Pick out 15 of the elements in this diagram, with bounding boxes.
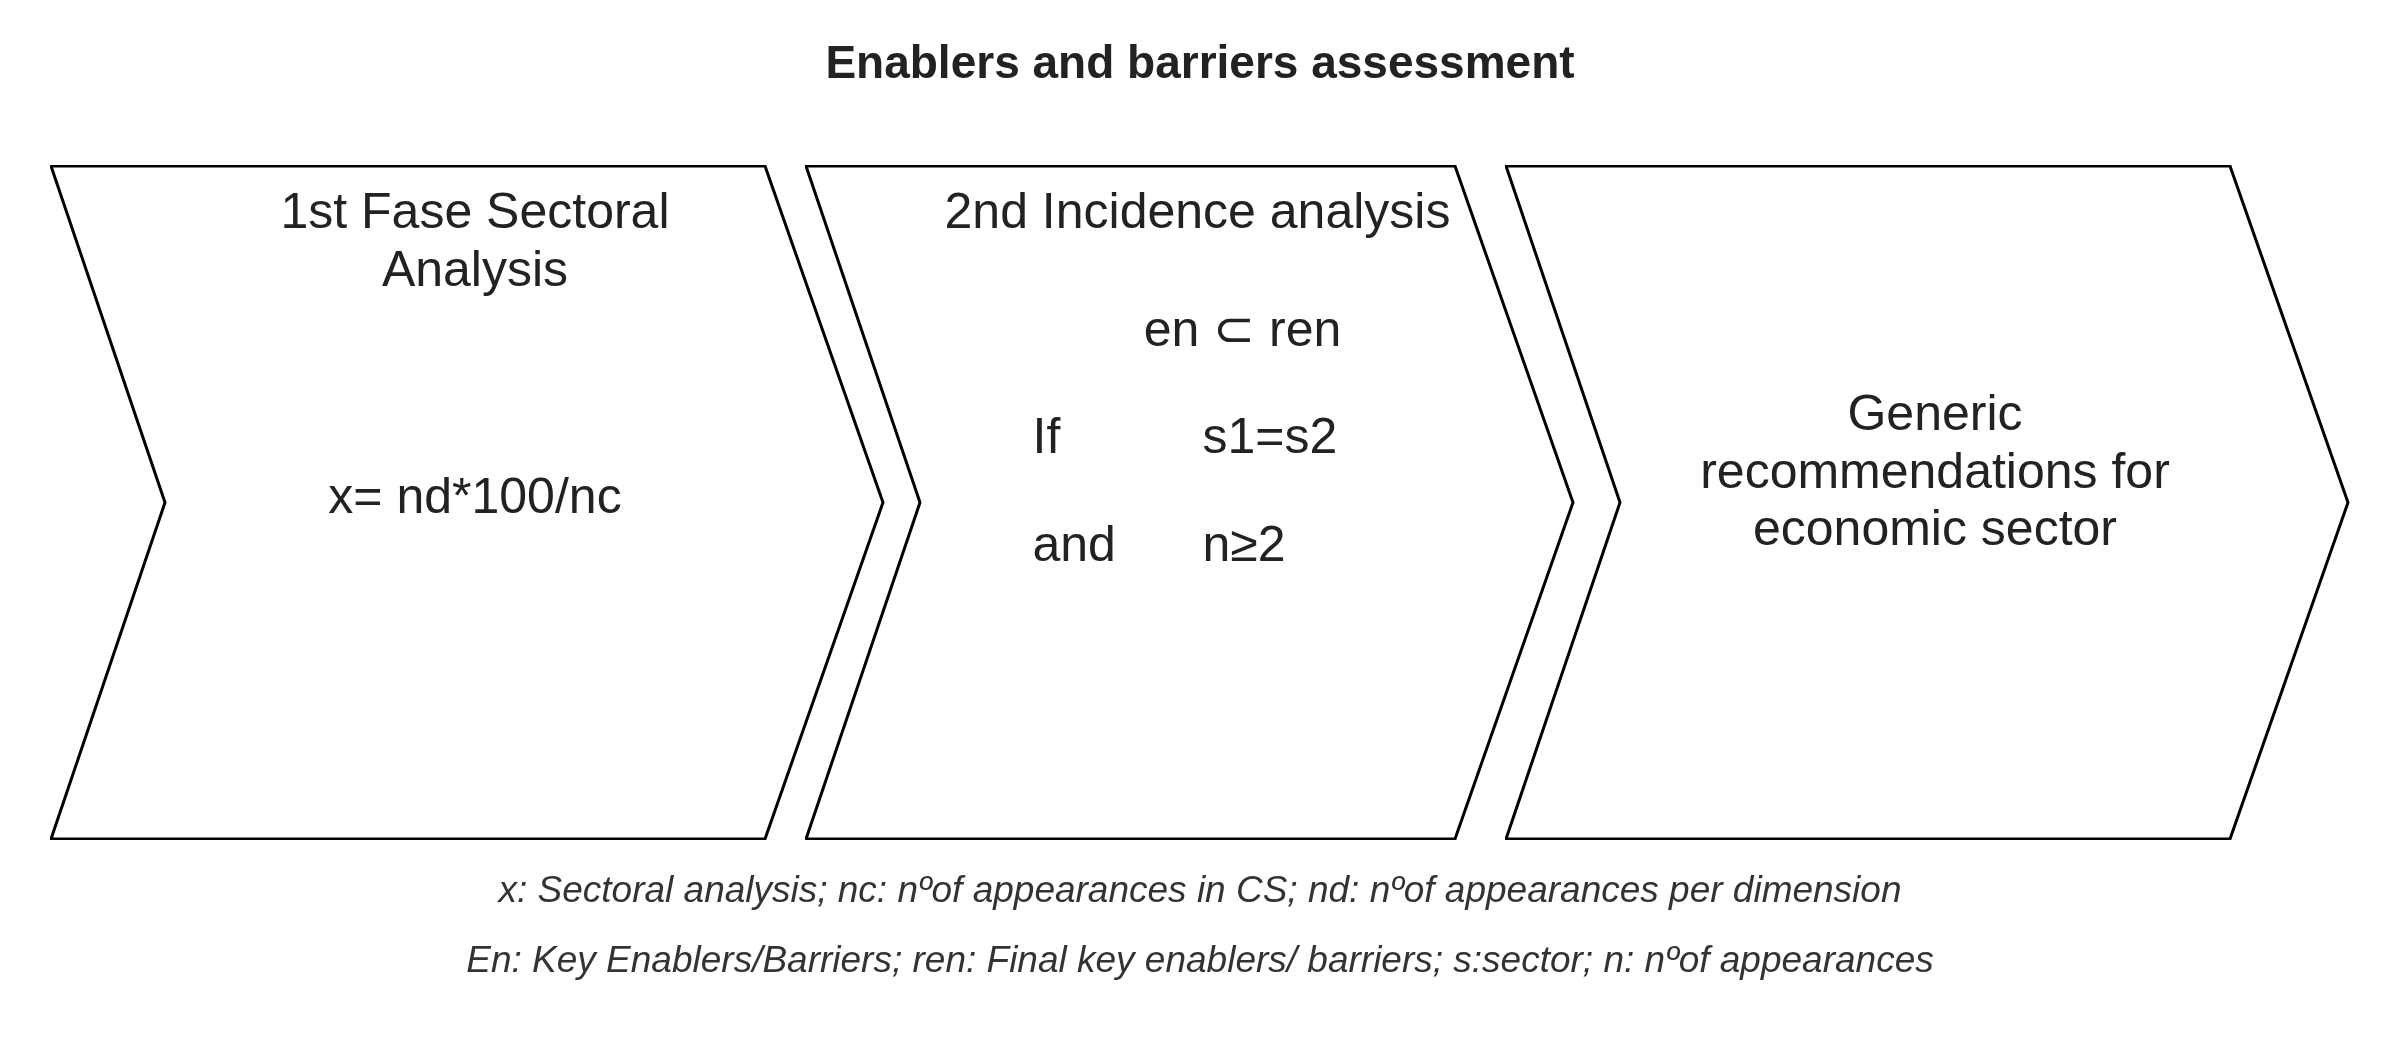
footnote: x: Sectoral analysis; nc: nºof appearances in CS; nd: nºof appearances per dimension xyxy=(498,868,1902,912)
chevron-step xyxy=(50,165,885,840)
chevron-step xyxy=(805,165,1575,840)
formula: x= nd*100/nc xyxy=(328,468,622,526)
formula: en ⊂ ren xyxy=(1143,300,1342,358)
condition-text: s1=s2 xyxy=(1202,408,1339,466)
step-heading: Generic recommendations for economic sector xyxy=(1699,385,2171,558)
step-heading: 1st Fase Sectoral Analysis xyxy=(279,183,671,298)
condition-text: n≥2 xyxy=(1202,515,1287,573)
condition-text: If xyxy=(1032,408,1062,466)
diagram-title: Enablers and barriers assessment xyxy=(825,35,1575,90)
condition-text: and xyxy=(1032,515,1117,573)
step-heading: 2nd Incidence analysis xyxy=(943,183,1452,241)
chevron-step xyxy=(1505,165,2350,840)
footnote: En: Key Enablers/Barriers; ren: Final key enablers/ barriers; s:sector; n: nºof appearances xyxy=(466,937,1934,982)
